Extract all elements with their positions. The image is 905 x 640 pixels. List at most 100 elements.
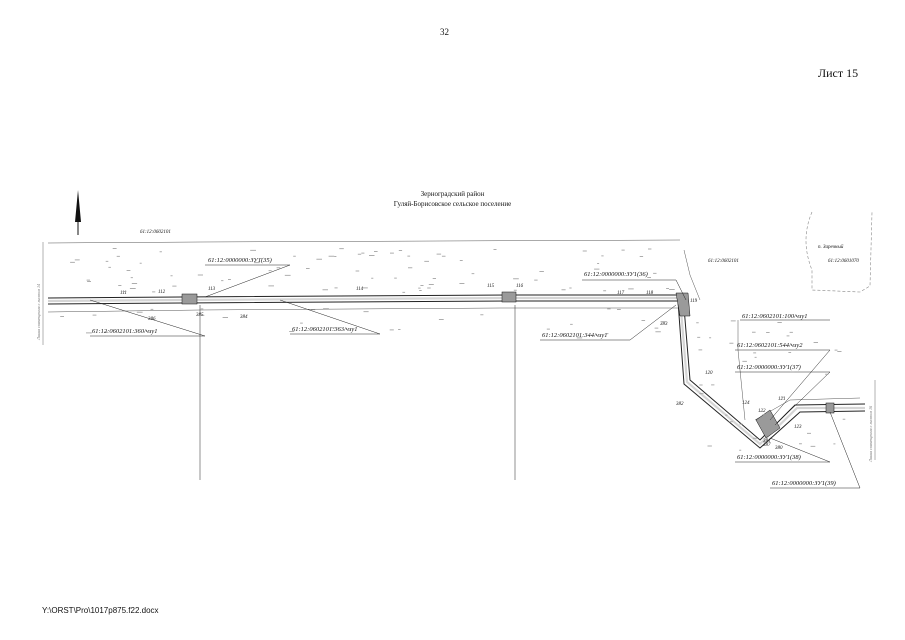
survey-mark bbox=[268, 285, 274, 287]
survey-mark bbox=[641, 320, 646, 321]
survey-mark bbox=[355, 270, 360, 272]
survey-mark bbox=[398, 329, 401, 330]
survey-mark bbox=[197, 274, 203, 276]
survey-mark bbox=[276, 267, 281, 269]
survey-mark bbox=[159, 251, 162, 253]
survey-mark bbox=[534, 279, 538, 281]
survey-mark bbox=[369, 255, 375, 256]
survey-mark bbox=[711, 384, 715, 386]
survey-mark bbox=[129, 288, 136, 289]
survey-mark bbox=[594, 268, 600, 270]
survey-mark bbox=[363, 311, 369, 313]
survey-mark bbox=[389, 329, 394, 331]
survey-mark bbox=[762, 414, 766, 415]
survey-mark bbox=[647, 277, 651, 278]
survey-mark bbox=[394, 277, 397, 279]
survey-mark bbox=[729, 342, 734, 344]
village-label: п. Заречный bbox=[818, 244, 844, 250]
survey-mark bbox=[655, 331, 661, 333]
survey-mark bbox=[759, 411, 764, 412]
survey-mark bbox=[126, 270, 131, 271]
work-sections bbox=[181, 291, 835, 439]
survey-marks bbox=[60, 248, 846, 451]
sheet-label: Лист 15 bbox=[818, 66, 859, 80]
parcel-label-top-left: 61:12:0000000:ЗУ1(35) bbox=[208, 257, 272, 264]
parcel-label-east-e: 61:12:0000000:ЗУ1(39) bbox=[772, 480, 836, 487]
survey-mark bbox=[597, 263, 600, 264]
survey-mark bbox=[116, 255, 120, 257]
survey-mark bbox=[569, 287, 572, 289]
survey-mark bbox=[459, 260, 463, 261]
survey-mark bbox=[86, 332, 92, 334]
parcel-label-top-right: 61:12:0000000:ЗУ1(36) bbox=[584, 271, 648, 278]
survey-mark bbox=[709, 337, 712, 339]
survey-mark bbox=[87, 281, 91, 282]
survey-mark bbox=[728, 421, 733, 423]
survey-mark bbox=[374, 251, 378, 252]
survey-mark bbox=[201, 314, 205, 316]
survey-mark bbox=[730, 320, 736, 322]
parcel-label-east-d: 61:12:0000000:ЗУ1(38) bbox=[737, 454, 801, 461]
survey-mark bbox=[152, 291, 156, 293]
svg-text:124: 124 bbox=[742, 401, 750, 406]
survey-mark bbox=[752, 437, 757, 439]
svg-text:113: 113 bbox=[208, 287, 216, 292]
survey-mark bbox=[221, 280, 224, 282]
survey-mark bbox=[74, 259, 80, 261]
svg-text:382: 382 bbox=[676, 402, 684, 407]
svg-text:114: 114 bbox=[356, 287, 364, 292]
survey-mark bbox=[199, 314, 203, 316]
survey-mark bbox=[222, 317, 228, 318]
survey-mark bbox=[833, 443, 836, 445]
svg-text:119: 119 bbox=[690, 299, 698, 304]
survey-mark bbox=[837, 351, 842, 352]
survey-mark bbox=[780, 396, 784, 398]
survey-mark bbox=[493, 249, 497, 250]
survey-mark bbox=[402, 291, 406, 293]
survey-mark bbox=[104, 331, 108, 333]
svg-text:116: 116 bbox=[516, 284, 524, 289]
svg-text:118: 118 bbox=[646, 291, 654, 296]
svg-text:121: 121 bbox=[778, 397, 786, 402]
survey-mark bbox=[323, 308, 329, 310]
survey-mark bbox=[357, 253, 362, 255]
survey-mark bbox=[427, 287, 431, 289]
survey-mark bbox=[639, 256, 644, 257]
parcel-label-mid-bottom: 61:12:0602101:363/чзу1 bbox=[292, 326, 358, 333]
survey-mark bbox=[170, 275, 173, 277]
survey-mark bbox=[813, 342, 818, 343]
survey-mark bbox=[418, 287, 421, 289]
settlement-title: Гуляй-Борисовское сельское поселение bbox=[393, 200, 512, 208]
survey-mark bbox=[250, 249, 256, 251]
quarter-label-3: 61:12:0601070 bbox=[828, 259, 859, 264]
survey-mark bbox=[661, 321, 666, 323]
quarter-label-2: 61:12:0602101 bbox=[708, 259, 739, 264]
survey-mark bbox=[118, 285, 122, 286]
survey-mark bbox=[603, 290, 607, 292]
survey-mark bbox=[513, 289, 517, 291]
svg-text:384: 384 bbox=[240, 315, 248, 320]
survey-mark bbox=[300, 322, 303, 324]
parcel-label-left-bottom: 61:12:0602101:360/чзу1 bbox=[92, 328, 158, 335]
survey-mark bbox=[371, 277, 374, 279]
survey-mark bbox=[654, 327, 659, 329]
survey-mark bbox=[697, 336, 701, 338]
svg-text:123: 123 bbox=[794, 425, 802, 430]
survey-mark bbox=[112, 248, 117, 249]
survey-mark bbox=[699, 393, 704, 395]
survey-mark bbox=[407, 255, 411, 257]
survey-mark bbox=[742, 360, 747, 362]
left-margin-note: Линия совмещения с листом 14 bbox=[36, 284, 41, 341]
survey-mark bbox=[60, 316, 64, 317]
svg-text:387: 387 bbox=[763, 443, 771, 448]
survey-mark bbox=[172, 285, 177, 287]
survey-mark bbox=[362, 287, 368, 289]
survey-mark bbox=[753, 352, 757, 354]
survey-mark bbox=[361, 252, 365, 254]
survey-mark bbox=[200, 308, 204, 310]
survey-mark bbox=[621, 249, 625, 251]
survey-mark bbox=[739, 449, 742, 451]
survey-mark bbox=[754, 356, 757, 358]
svg-text:380: 380 bbox=[775, 446, 783, 451]
parcel-label-east-a: 61:12:0602101:100/чзу1 bbox=[742, 313, 808, 320]
